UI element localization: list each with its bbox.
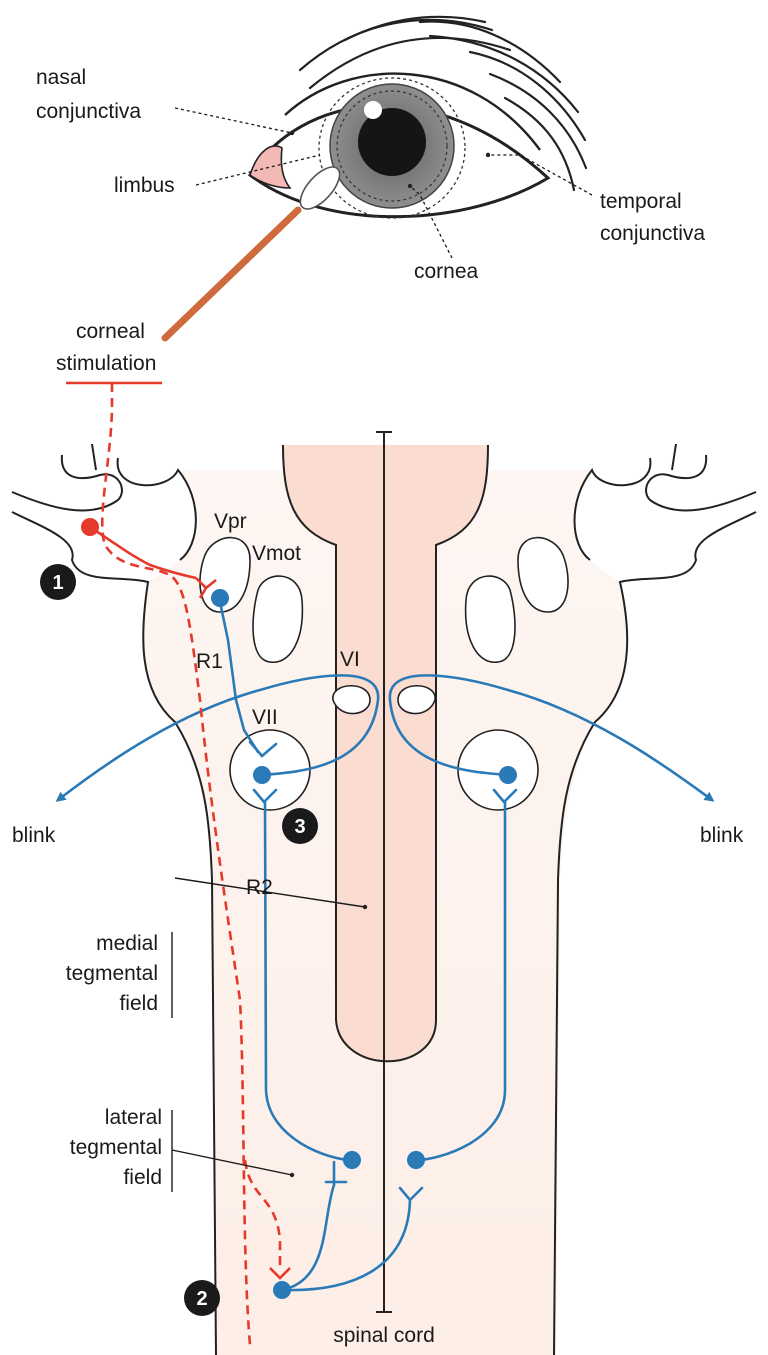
vii-cell-body-left bbox=[253, 766, 271, 784]
leader-lateral-tegmental bbox=[171, 1149, 293, 1176]
pupil bbox=[358, 108, 426, 176]
afferent-descending-branch bbox=[243, 1159, 282, 1270]
afferent-pathway bbox=[81, 383, 291, 1346]
limbus-boundary bbox=[318, 77, 466, 219]
eye-illustration bbox=[161, 15, 593, 342]
svg-text:1: 1 bbox=[52, 572, 63, 594]
vi-label: VI bbox=[340, 648, 360, 671]
blink-pathways bbox=[55, 589, 715, 1299]
right-nerve-branch-top bbox=[645, 454, 757, 512]
leader-medial-tegmental bbox=[174, 877, 366, 908]
caruncle bbox=[249, 145, 292, 189]
left-nerve-root bbox=[116, 457, 197, 561]
lateral-link-right bbox=[280, 1198, 412, 1292]
badge-1: 1 bbox=[40, 564, 76, 600]
badge-2: 2 bbox=[184, 1280, 220, 1316]
vii-label: VII bbox=[252, 706, 278, 729]
cornea-boundary bbox=[336, 90, 448, 202]
left-blink-arrow bbox=[55, 674, 380, 802]
r2-pathway-left bbox=[263, 800, 354, 1162]
upper-eyelid-fold bbox=[284, 72, 541, 151]
cornea-label: cornea bbox=[414, 260, 479, 283]
lateral-cell-body-left bbox=[343, 1151, 361, 1169]
spinal-cell-body bbox=[273, 1281, 291, 1299]
vii-cell-body-right bbox=[499, 766, 517, 784]
badge-3: 3 bbox=[282, 808, 318, 844]
medial-tegmental-label-line2: tegmental bbox=[66, 962, 158, 985]
brainstem-right-outline bbox=[553, 511, 757, 1355]
vii-nucleus-right bbox=[457, 729, 539, 811]
limbus-label: limbus bbox=[114, 174, 175, 197]
r2-pathway-right bbox=[414, 800, 507, 1162]
vi-nucleus-left bbox=[332, 685, 371, 715]
medial-region bbox=[283, 445, 488, 1062]
blink-left-label: blink bbox=[12, 824, 56, 847]
trigeminal-ganglion-cell bbox=[81, 518, 99, 536]
lateral-tegmental-label-line2: tegmental bbox=[70, 1136, 162, 1159]
temporal-conjunctiva-label-line1: temporal bbox=[600, 190, 682, 213]
swab-stick bbox=[161, 206, 302, 342]
right-blink-arrow bbox=[388, 674, 715, 802]
cotton-tip bbox=[299, 166, 341, 210]
vmot-nucleus-right bbox=[464, 575, 516, 663]
r2-label: R2 bbox=[246, 876, 273, 899]
eyelashes bbox=[298, 15, 588, 192]
brainstem bbox=[11, 431, 757, 1355]
vpr-nucleus-right bbox=[517, 536, 569, 613]
leader-nasal-conjunctiva bbox=[174, 107, 293, 134]
corneal-stimulation-label-line2: stimulation bbox=[56, 352, 156, 375]
left-nerve-branch-top bbox=[11, 454, 123, 512]
afferent-trigeminal-line bbox=[100, 383, 252, 1346]
nasal-conjunctiva-label-line1: nasal bbox=[36, 66, 86, 89]
nasal-conjunctiva-label-line2: conjunctiva bbox=[36, 100, 141, 123]
temporal-conjunctiva-label-line2: conjunctiva bbox=[600, 222, 705, 245]
medial-region-outline bbox=[282, 444, 489, 1063]
leader-cornea bbox=[409, 185, 453, 259]
brainstem-left-outline bbox=[11, 511, 217, 1355]
spinal-cord-label: spinal cord bbox=[333, 1324, 435, 1347]
leader-temporal-conjunctiva bbox=[488, 154, 593, 196]
lateral-tegmental-label-line3: field bbox=[123, 1166, 162, 1189]
vmot-nucleus-left bbox=[252, 575, 304, 663]
medial-tegmental-label-line1: medial bbox=[96, 932, 158, 955]
lateral-cell-body-right bbox=[407, 1151, 425, 1169]
right-nerve-root bbox=[573, 457, 652, 561]
vi-nucleus-right bbox=[397, 685, 436, 715]
vmot-label: Vmot bbox=[252, 542, 301, 565]
r1-label: R1 bbox=[196, 650, 223, 673]
lateral-tegmental-label-line1: lateral bbox=[105, 1106, 162, 1129]
lateral-link-left bbox=[280, 1183, 336, 1292]
r1-pathway bbox=[218, 600, 260, 754]
medial-tegmental-label-line3: field bbox=[119, 992, 158, 1015]
blink-right-label: blink bbox=[700, 824, 744, 847]
svg-text:2: 2 bbox=[196, 1288, 207, 1310]
svg-text:3: 3 bbox=[294, 816, 305, 838]
vpr-label: Vpr bbox=[214, 510, 247, 533]
pupil-highlight bbox=[364, 101, 382, 119]
corneal-stimulation-label-line1: corneal bbox=[76, 320, 145, 343]
vpr-cell-body bbox=[211, 589, 229, 607]
